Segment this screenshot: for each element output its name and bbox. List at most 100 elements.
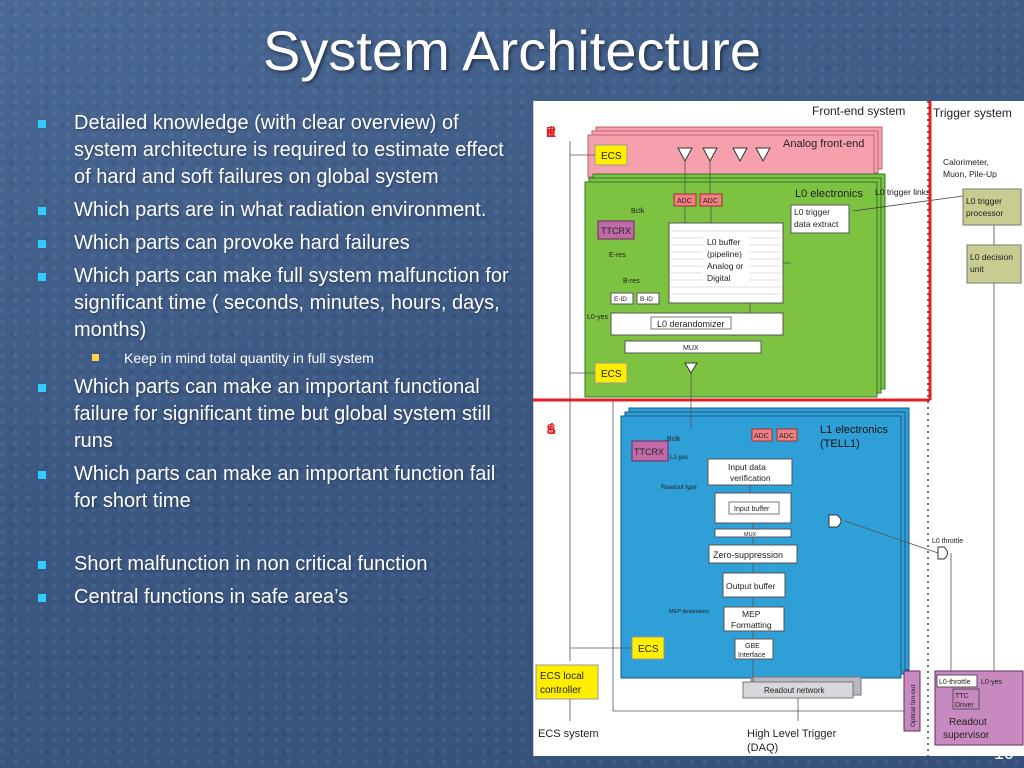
- bclk-label: Bclk: [667, 436, 681, 443]
- adc-label: ADC: [779, 433, 794, 440]
- bullet-text: Detailed knowledge (with clear overview)…: [74, 112, 504, 188]
- driver-icon: [684, 362, 698, 374]
- radiation-letter: a: [546, 124, 556, 141]
- calorimeter-label: Muon, Pile-Up: [943, 169, 997, 179]
- ecs-local-controller-box: [535, 664, 599, 700]
- bullet-text: Which parts can provoke hard failures: [74, 232, 410, 254]
- bullet-item: Which parts can make full system malfunc…: [34, 263, 514, 344]
- ttc-driver-box: [952, 688, 980, 710]
- radiation-letter: a: [546, 124, 556, 141]
- bullet-item: Central functions in safe area’s: [34, 584, 514, 611]
- mep-formatting-label: MEP: [742, 609, 761, 619]
- bclk-label: Bclk: [631, 208, 645, 215]
- connection-lines: [569, 141, 995, 721]
- adc-box: [751, 428, 773, 442]
- bullet-text: Which parts can make an important functi…: [74, 463, 496, 512]
- l0-throttle-label: L0 throttle: [932, 538, 963, 545]
- ecs-label: ECS: [638, 644, 659, 655]
- e-id-box: [610, 292, 634, 305]
- safe-letter: e: [546, 421, 556, 438]
- l0-buffer-label-bg: [703, 235, 749, 285]
- calorimeter-label: Calorimeter,: [943, 157, 989, 167]
- ttcrx-box: [597, 220, 635, 240]
- l0-decision-unit-box: [966, 244, 1022, 284]
- slide-title: System Architecture: [263, 19, 761, 82]
- optical-fan-out-box: [903, 670, 921, 732]
- readout-supervisor-label: supervisor: [943, 730, 990, 741]
- readout-type-label: Readout type: [661, 485, 697, 491]
- l0-electronics-label: L0 electronics: [795, 188, 863, 200]
- radiation-letter: R: [545, 124, 557, 141]
- l0-yes-tag-label: L0-yes: [981, 679, 1003, 686]
- l1-electronics-label: (TELL1): [820, 438, 860, 450]
- radiation-letter: i: [549, 124, 553, 141]
- bullet-item: Detailed knowledge (with clear overview)…: [34, 110, 514, 191]
- b-res-label: B-res: [623, 278, 640, 285]
- bullet-marker-icon: [38, 240, 46, 248]
- bullet-text: Which parts are in what radiation enviro…: [74, 199, 487, 221]
- l1-electronics-label: L1 electronics: [820, 424, 888, 436]
- sub-bullet-text: Keep in mind total quantity in full syst…: [124, 350, 374, 366]
- front-end-system-label: Front-end system: [812, 104, 905, 118]
- bullet-text: Which parts can make an important functi…: [74, 376, 491, 452]
- l0-buffer-label: Analog or: [707, 261, 744, 271]
- bullet-marker-icon: [38, 207, 46, 215]
- input-data-verification-label: Input data: [728, 462, 766, 472]
- ecs-label: ECS: [601, 369, 622, 380]
- bullet-marker-icon: [38, 561, 46, 569]
- e-id-label: E-ID: [614, 296, 627, 303]
- ecs-label: ECS: [601, 151, 622, 162]
- radiation-letter: d: [546, 124, 556, 141]
- bullet-marker-icon: [38, 594, 46, 602]
- l0-buffer-label: (pipeline): [707, 249, 742, 259]
- l0-trigger-data-extract-box: [790, 204, 850, 234]
- mep-formatting-box: [723, 606, 785, 632]
- mep-formatting-label: Formatting: [731, 620, 772, 630]
- adc-label: ADC: [703, 198, 718, 205]
- l1-yes-label: L1-yes: [670, 455, 688, 461]
- l0-trigger-data-extract-label: data extract: [794, 219, 839, 229]
- amplifier-icon: [677, 147, 693, 163]
- l0-buffer-label: Digital: [707, 273, 731, 283]
- gbe-interface-label: Interface: [738, 652, 765, 659]
- radiation-letter: o: [546, 124, 556, 141]
- output-buffer-box: [722, 572, 786, 598]
- radiation-letter: t: [548, 124, 554, 141]
- radiation-letter: n: [546, 124, 556, 141]
- readout-supervisor-label: Readout: [949, 717, 987, 728]
- ttc-driver-label: TTC: [955, 693, 969, 700]
- page-number: 10: [993, 743, 1014, 763]
- l0-trigger-processor-label: L0 trigger: [966, 196, 1002, 206]
- bullet-marker-icon: [38, 384, 46, 392]
- l0-trigger-links-label: L0 trigger links: [875, 187, 930, 197]
- ecs-local-controller-label: controller: [540, 685, 582, 696]
- bullet-marker-icon: [38, 273, 46, 281]
- input-data-verification-box: [707, 458, 793, 486]
- b-id-label: B-ID: [640, 296, 653, 303]
- bullet-marker-icon: [38, 120, 46, 128]
- input-data-verification-label: verification: [730, 473, 771, 483]
- adc-box: [776, 428, 798, 442]
- amplifier-icon: [702, 147, 718, 163]
- b-id-box: [636, 292, 660, 305]
- l0-yes-label: L0-yes: [587, 314, 609, 321]
- optical-fan-out-label: Optical fan-out: [910, 685, 917, 727]
- input-buffer-label: Input buffer: [734, 506, 770, 513]
- bullet-text: Which parts can make full system malfunc…: [74, 265, 509, 341]
- bullet-list: Detailed knowledge (with clear overview)…: [34, 110, 514, 617]
- l0-buffer-label: L0 buffer: [707, 237, 741, 247]
- or-gate-icon: [937, 546, 948, 560]
- bullet-marker-icon: [38, 471, 46, 479]
- mux-box: [624, 340, 762, 354]
- adc-label: ADC: [677, 198, 692, 205]
- output-buffer-label: Output buffer: [726, 581, 776, 591]
- architecture-diagram-svg: Front-end system Trigger system Analog f…: [512, 86, 1024, 756]
- gbe-interface-label: GBE: [745, 643, 760, 650]
- l0-derandomizer-label: L0 derandomizer: [657, 319, 725, 329]
- amplifier-icon: [755, 147, 771, 163]
- ttcrx-box: [631, 440, 669, 462]
- bullet-item: Which parts are in what radiation enviro…: [34, 197, 514, 224]
- ecs-system-label: ECS system: [538, 728, 599, 740]
- readout-network-label: Readout network: [764, 686, 825, 695]
- l0-throttle-tag-box: [936, 674, 978, 688]
